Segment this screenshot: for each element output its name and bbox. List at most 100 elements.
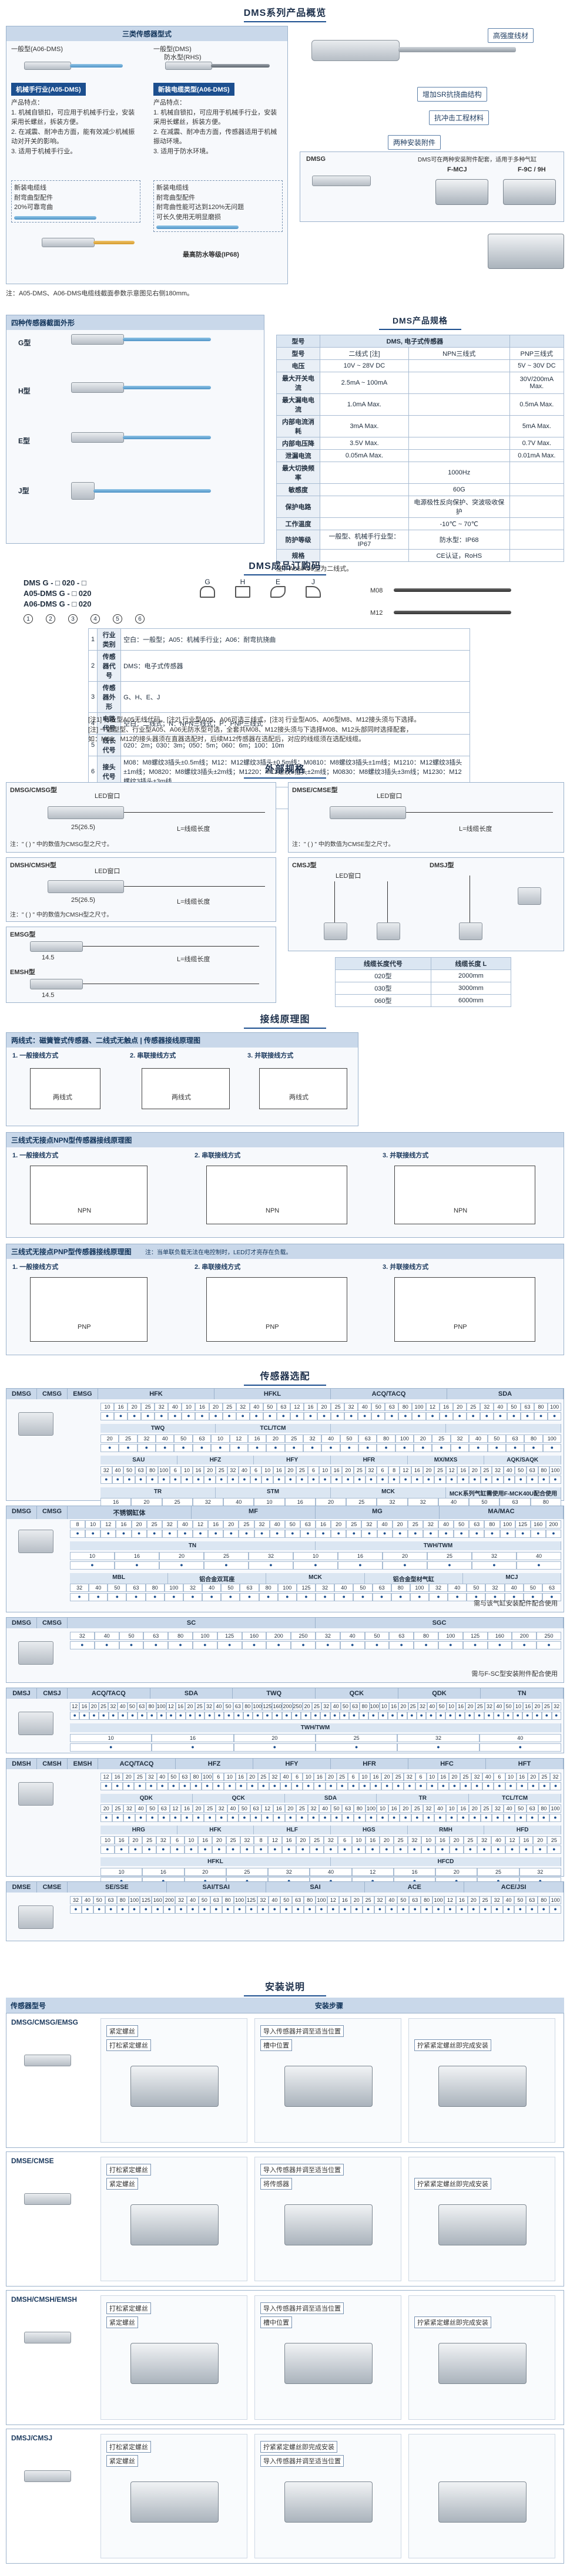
selection-bore: 32 [423, 1804, 435, 1813]
selection-bore: 32 [404, 1773, 415, 1781]
selection-bore: 100 [192, 1632, 217, 1640]
dim-dmsg-lead [124, 812, 265, 813]
selection-bore: 20 [131, 1520, 147, 1528]
selection-mark: ● [347, 1782, 359, 1790]
selection-bore: 10 [303, 1773, 314, 1781]
cl-r2c1: 6000mm [430, 994, 512, 1007]
selection-head: DMSG [6, 1506, 37, 1519]
selection-head: CMSE [37, 1882, 68, 1893]
sensor-b-cable [211, 64, 270, 68]
selection-bore: 12 [327, 1896, 339, 1904]
selection-bore: 16 [370, 1773, 382, 1781]
order-codes: DMS G - □ 020 - □ A05-DMS G - □ 020 A06-… [24, 578, 92, 610]
selection-mark: ● [204, 1476, 216, 1484]
selection-bore: 50 [467, 1584, 486, 1592]
selection-bore: 100 [252, 1702, 263, 1710]
selection-mark: ● [542, 1593, 562, 1601]
selection-mark: ● [259, 1593, 278, 1601]
wiring-pnp-header: 三线式无接点PNP型传感器接线原理图 注：当单联负载无法在电控制时，LED灯才亮… [6, 1244, 564, 1259]
cl-h1: 线缆长度 L [430, 957, 512, 970]
order-nums: 1 2 3 4 5 6 [24, 614, 145, 624]
selection-mark: ● [480, 1814, 492, 1822]
nca-2: 20%可靠弯曲 [14, 204, 53, 211]
selection-mark: ● [70, 1561, 115, 1570]
selection-mark: ● [193, 1530, 209, 1538]
mount-fmcj [435, 179, 488, 205]
selection-bore: 20 [533, 1836, 547, 1844]
selection-mark: ● [354, 1476, 366, 1484]
selection-bore: 20 [100, 1435, 119, 1443]
new-cable-box-b: 新装电缆线 耐弯曲型配件 耐弯曲性能可达到120%无问题 可长久使用无明显磨损 [153, 180, 283, 232]
selection-bore: 20 [469, 1466, 481, 1474]
selection-mark: ● [89, 1712, 99, 1720]
install-cylinder [438, 2343, 527, 2384]
selection-bore: 50 [284, 1520, 300, 1528]
selection-group: ACQ/TACQ [68, 1688, 150, 1699]
selection-bore: 80 [116, 1896, 129, 1904]
specs-cell: 0.7V Max. [509, 437, 565, 450]
ip-label: 最高防水等级(IP68) [183, 251, 239, 258]
selection-bore: 20 [381, 1773, 393, 1781]
install-step-panel [100, 2295, 247, 2420]
selection-mark: ● [374, 1905, 386, 1914]
cl-r0c0: 020型 [335, 969, 431, 982]
selection-mark: ● [455, 1712, 465, 1720]
selection-subhead: MBL [70, 1573, 169, 1584]
selection-mark-row: ●●●●●● [70, 1743, 561, 1752]
selection-bore: 63 [385, 1403, 399, 1411]
selection-mark: ● [487, 1444, 506, 1452]
selection-mark: ● [204, 1814, 216, 1822]
cl-r1c1: 3000mm [430, 982, 512, 995]
selection-mark: ● [224, 1712, 234, 1720]
specs-cell: 内部电流消耗 [276, 415, 321, 437]
selection-bore: 50 [239, 1804, 250, 1813]
selection-bore: 50 [174, 1435, 193, 1443]
selection-bore: 20 [212, 1836, 226, 1844]
overview-section: DMS系列产品概览 三类传感器型式 一般型(A06-DMS) 一般型(DMS) … [6, 5, 564, 310]
selection-bore: 50 [469, 1498, 500, 1506]
selection-mark-row: ●●●●●●●●●●●●●●●●●●●●●●●●●●●●●●●●●● [100, 1412, 562, 1420]
cl-r2c0: 060型 [335, 994, 431, 1007]
selection-mark: ● [448, 1593, 467, 1601]
selection-mark: ● [276, 1412, 290, 1420]
selection-mark: ● [449, 1846, 464, 1854]
selection-mark: ● [100, 1412, 115, 1420]
selection-sensor-image [18, 1712, 53, 1735]
specs-head-1: DMS, 电子式传感器 [320, 335, 510, 348]
install-step-label: 打松紧定螺丝 [106, 2302, 151, 2314]
selection-bore: 20 [123, 1773, 135, 1781]
install-step-panel [254, 2018, 401, 2143]
selection-bore: 40 [493, 1403, 507, 1411]
selection-bore: 16 [116, 1520, 132, 1528]
selection-mark: ● [346, 1530, 362, 1538]
selection-mark: ● [310, 1712, 321, 1720]
selection-mark: ● [437, 1782, 449, 1790]
w2-circuit-2: 两线式 [259, 1068, 347, 1109]
selection-head: EMSG [68, 1389, 98, 1399]
shape-g-code: G型 [18, 339, 31, 347]
selection-mark: ● [530, 1530, 546, 1538]
selection-mark: ● [331, 1530, 347, 1538]
selection-mark: ● [515, 1530, 531, 1538]
selection-bore: 10 [182, 1403, 196, 1411]
selection-bore: 10 [351, 1836, 366, 1844]
specs-cell: 保护电路 [276, 496, 321, 518]
selection-group: SGC [316, 1618, 564, 1628]
dim-dmsj-body [459, 922, 482, 940]
selection-mark: ● [334, 1593, 354, 1601]
selection-mark: ● [185, 1712, 196, 1720]
selection-mark: ● [391, 1593, 410, 1601]
selection-mark: ● [315, 1641, 340, 1649]
selection-bore: 63 [300, 1520, 316, 1528]
profile-j: J [306, 578, 321, 598]
selection-bore: 20 [400, 1804, 412, 1813]
selection-mark: ● [366, 1846, 380, 1854]
install-cylinder [284, 2066, 373, 2107]
nca-0: 新装电缆线 [14, 184, 46, 191]
